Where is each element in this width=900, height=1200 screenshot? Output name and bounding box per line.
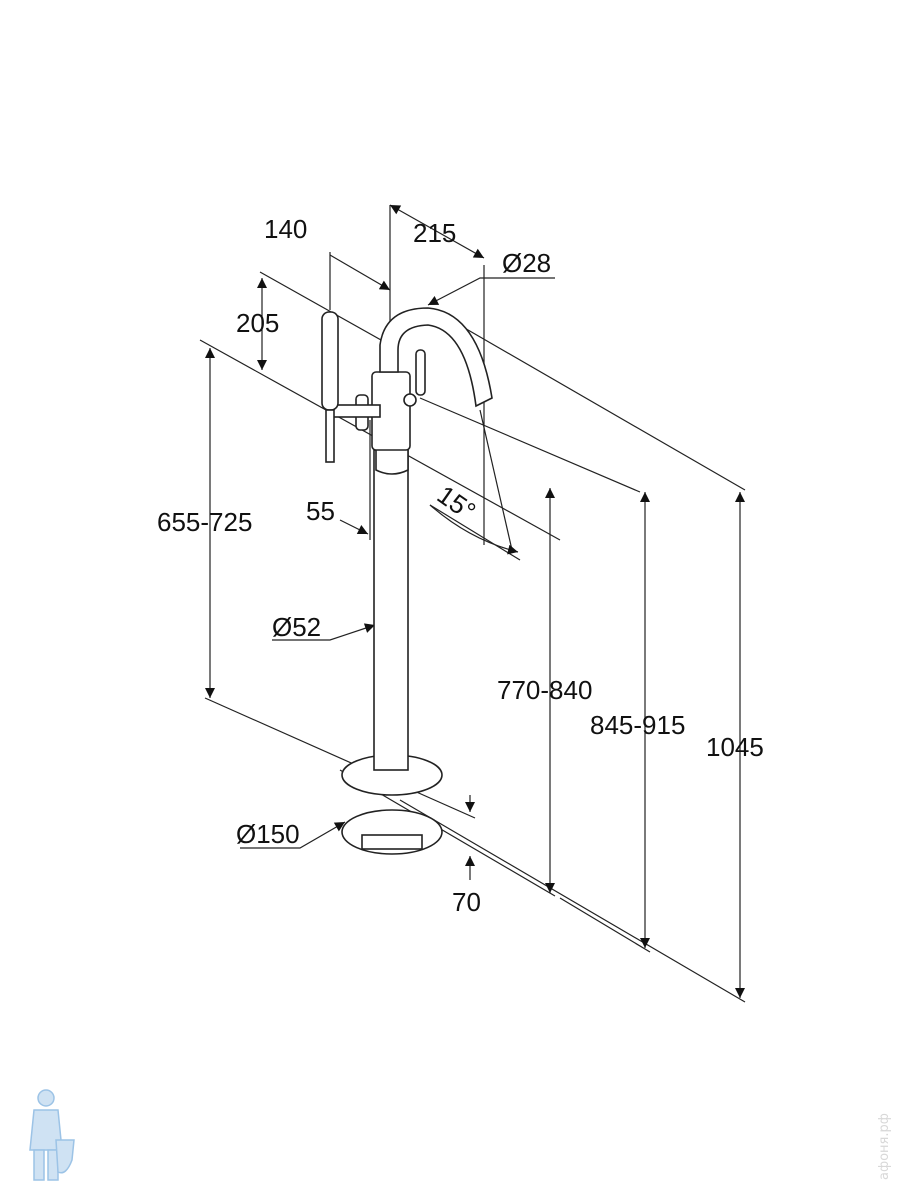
dimension-lines	[205, 204, 745, 998]
dim-1045: 1045	[706, 732, 764, 762]
dim-140: 140	[264, 214, 307, 244]
dim-845-915: 845-915	[590, 710, 685, 740]
dim-215: 215	[413, 218, 456, 248]
column	[373, 449, 409, 771]
dim-655-725: 655-725	[157, 507, 252, 537]
extension-lines	[199, 205, 746, 1003]
hand-shower	[321, 311, 339, 411]
dim-base-diameter: Ø150	[236, 819, 300, 849]
dim-spout-diameter: Ø28	[502, 248, 551, 278]
plumber-mascot-logo	[29, 1089, 75, 1181]
dim-55: 55	[306, 496, 335, 526]
base-fittings	[361, 834, 423, 850]
dim-column-diameter: Ø52	[272, 612, 321, 642]
watermark: афоня.рф	[877, 1113, 892, 1180]
faucet	[321, 307, 493, 855]
dim-angle: 15°	[432, 479, 481, 526]
dimension-labels: 140 215 Ø28 205 655-725 55 15° Ø52 770-8…	[157, 214, 764, 917]
hose-connector	[325, 409, 335, 463]
lever-right	[415, 349, 426, 396]
dim-770-840: 770-840	[497, 675, 592, 705]
dim-70: 70	[452, 887, 481, 917]
spout	[379, 307, 493, 408]
dim-205: 205	[236, 308, 279, 338]
